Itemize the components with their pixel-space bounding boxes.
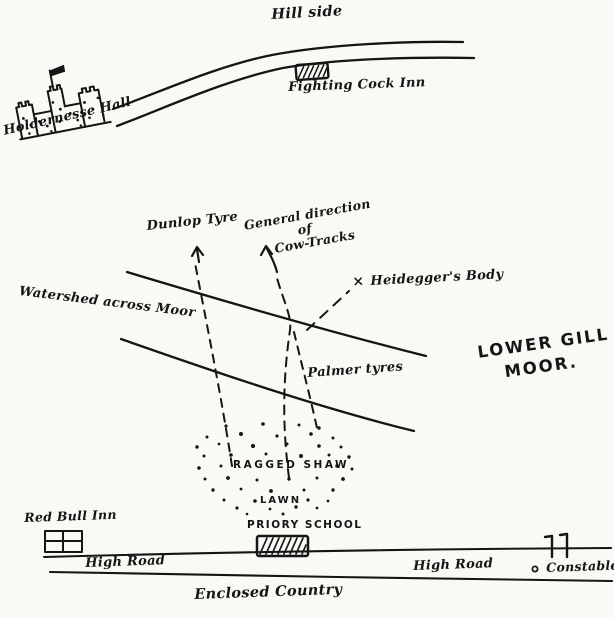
castle-windows (21, 96, 105, 135)
ragged-shaw-label: RAGGED SHAW (233, 459, 350, 471)
priory-school-label: PRIORY SCHOOL (247, 519, 363, 531)
cow-tracks-arrow (259, 244, 279, 274)
high-road-left-label: High Road (85, 553, 166, 571)
dunlop-arrow (190, 245, 205, 264)
lawn-label: LAWN (260, 495, 302, 506)
watershed-upper-line (125, 270, 428, 358)
trail-to-body (306, 290, 350, 331)
high-road-upper-line (42, 546, 613, 559)
castle-flag (49, 64, 66, 77)
palmer-tyre-track-fork (293, 331, 318, 429)
dunlop-tyre-track (194, 262, 233, 467)
hillside-road-lower-line (115, 56, 476, 128)
ragged-shaw-trees (195, 422, 354, 516)
watershed-lower-line (119, 337, 416, 433)
fighting-cock-inn-building (294, 61, 330, 82)
high-road-right-label: High Road (413, 556, 494, 574)
gate-marks (543, 532, 569, 559)
palmer-tyre-track (276, 277, 292, 479)
high-road-lower-line (48, 570, 614, 583)
holdernesse-hall-building (15, 64, 112, 141)
red-bull-inn-building (44, 530, 83, 553)
hillside-road-upper-line (111, 40, 465, 111)
constable-marker (531, 565, 539, 573)
priory-school-building (255, 534, 310, 558)
body-x-marker: × (352, 273, 365, 290)
constable-label: Constable (546, 557, 614, 575)
